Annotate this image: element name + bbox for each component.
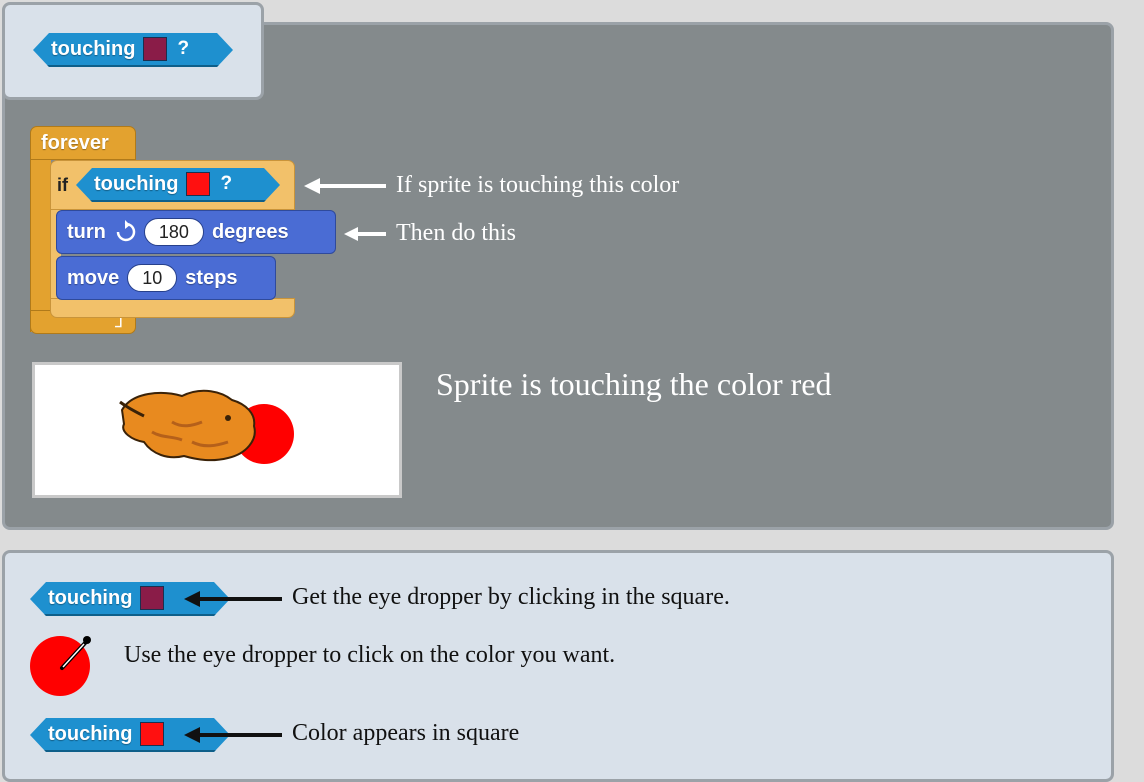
forever-script[interactable]: forever ⮥ if touching ? turn 180 degrees… [30, 126, 336, 340]
top-block-card: touching ? [2, 2, 264, 100]
condition-note: If sprite is touching this color [396, 172, 680, 198]
color-swatch[interactable] [140, 586, 164, 610]
turn-label: turn [67, 220, 106, 243]
turn-degrees-input[interactable]: 180 [143, 218, 204, 246]
stage[interactable] [32, 362, 402, 498]
question-mark: ? [177, 38, 190, 59]
turn-block[interactable]: turn 180 degrees [56, 210, 336, 254]
if-footer [50, 298, 295, 318]
step3-text: Color appears in square [292, 720, 520, 746]
rotate-clockwise-icon [114, 220, 136, 244]
if-block[interactable]: if touching ? turn 180 degrees move 10 s… [50, 160, 336, 318]
touching-label: touching [94, 172, 179, 195]
if-label: if [57, 175, 68, 195]
action-arrow [344, 227, 386, 241]
touching-color-block[interactable]: touching ? [33, 33, 233, 67]
color-swatch[interactable] [143, 37, 167, 61]
step1-text: Get the eye dropper by clicking in the s… [292, 584, 730, 610]
move-steps-input[interactable]: 10 [127, 264, 178, 292]
degrees-label: degrees [211, 220, 289, 243]
step3-arrow [184, 727, 282, 743]
touching-label: touching [48, 722, 133, 745]
touching-label: touching [51, 37, 136, 60]
stage-canvas [119, 389, 294, 464]
step1-arrow [184, 591, 282, 607]
if-arm [50, 206, 61, 306]
move-block[interactable]: move 10 steps [56, 256, 276, 300]
cat-sprite-icon [119, 389, 256, 462]
touching-label: touching [48, 586, 133, 609]
forever-block[interactable]: forever [30, 126, 136, 160]
question-mark: ? [220, 173, 233, 194]
action-note: Then do this [396, 220, 516, 246]
color-swatch[interactable] [140, 722, 164, 746]
condition-arrow [304, 178, 386, 194]
steps-label: steps [185, 266, 238, 289]
stage-note: Sprite is touching the color red [436, 366, 832, 402]
move-label: move [67, 266, 120, 289]
eye-dropper-icon [30, 632, 94, 696]
color-swatch[interactable] [186, 172, 210, 196]
touching-condition-block[interactable]: touching ? [76, 168, 280, 202]
step2-text: Use the eye dropper to click on the colo… [124, 642, 616, 668]
forever-arm [30, 156, 51, 332]
